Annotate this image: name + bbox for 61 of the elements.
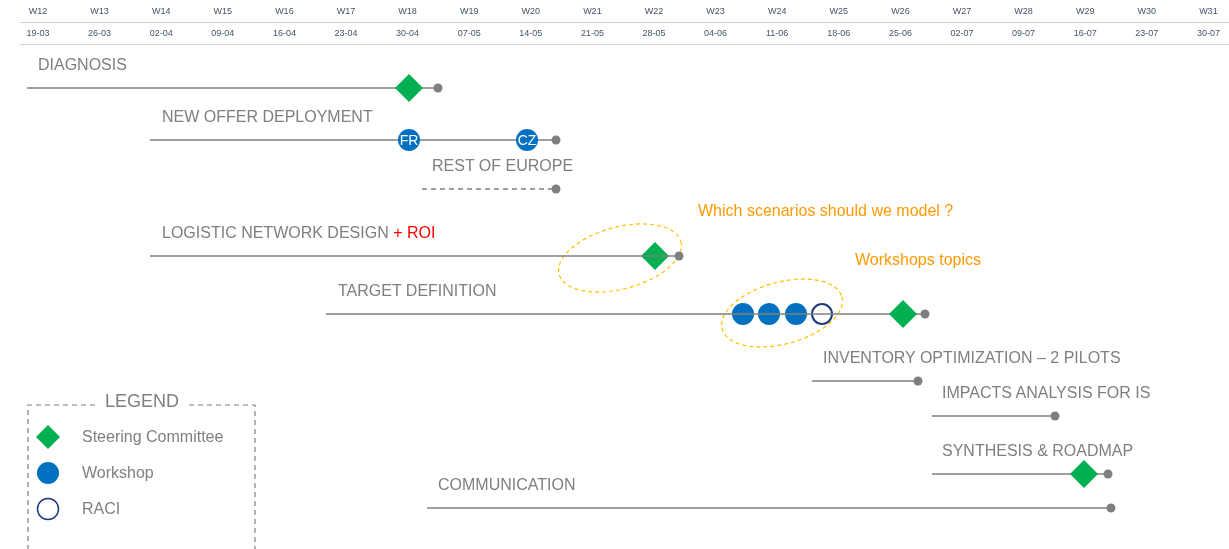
week-date: 09-07	[1011, 28, 1037, 39]
week-number: W28	[1013, 6, 1034, 17]
week-number: W27	[951, 6, 973, 17]
workshop-circle: FR	[398, 129, 420, 151]
week-date: 09-04	[210, 28, 236, 39]
week-date: 16-04	[271, 28, 297, 39]
week-number: W13	[89, 6, 110, 17]
workshop-circle	[732, 303, 754, 325]
week-date: 18-06	[826, 28, 852, 39]
legend-text: Steering Committee	[82, 428, 224, 446]
legend-text: Workshop	[82, 464, 154, 482]
week-number: W21	[582, 6, 603, 17]
callout-text: Workshops topics	[855, 251, 981, 269]
callout-text: Which scenarios should we model ?	[698, 202, 954, 220]
week-date: 25-06	[887, 28, 913, 39]
week-number: W16	[274, 6, 295, 17]
week-date: 26-03	[87, 28, 113, 39]
workshop-circle	[758, 303, 780, 325]
week-number: W25	[828, 6, 850, 17]
week-date: 04-06	[703, 28, 729, 39]
legend-title: LEGEND	[105, 392, 180, 410]
week-date: 23-04	[333, 28, 359, 39]
week-number: W23	[705, 6, 726, 17]
week-number: W12	[27, 6, 49, 17]
legend-text: RACI	[82, 500, 121, 518]
task-label: REST OF EUROPE	[432, 157, 574, 175]
week-date: 30-07	[1195, 28, 1221, 39]
week-date: 16-07	[1072, 28, 1098, 39]
week-number: W26	[890, 6, 911, 17]
week-number: W19	[458, 6, 480, 17]
task-label: NEW OFFER DEPLOYMENT	[162, 108, 373, 126]
week-date: 28-05	[641, 28, 667, 39]
week-number: W17	[335, 6, 357, 17]
week-number: W31	[1198, 6, 1219, 17]
week-date: 21-05	[579, 28, 605, 39]
week-number: W20	[520, 6, 542, 17]
task-label: TARGET DEFINITION	[338, 282, 497, 300]
workshop-circle	[785, 303, 807, 325]
week-date: 02-04	[148, 28, 174, 39]
raci-circle	[811, 303, 833, 325]
week-number: W29	[1074, 6, 1096, 17]
week-number: W15	[212, 6, 234, 17]
week-number: W18	[397, 6, 418, 17]
week-number: W30	[1136, 6, 1158, 17]
task-label: DIAGNOSIS	[38, 56, 127, 74]
task-label: LOGISTIC NETWORK DESIGN + ROI	[162, 224, 436, 242]
week-date: 30-04	[395, 28, 421, 39]
workshop-circle: CZ	[516, 129, 538, 151]
week-number: W24	[766, 6, 788, 17]
task-label: COMMUNICATION	[438, 476, 576, 494]
week-date: 14-05	[518, 28, 544, 39]
week-date: 02-07	[949, 28, 975, 39]
week-date: 11-06	[765, 28, 790, 39]
week-date: 23-07	[1134, 28, 1160, 39]
week-number: W22	[643, 6, 665, 17]
week-date: 19-03	[25, 28, 51, 39]
task-label: INVENTORY OPTIMIZATION – 2 PILOTS	[823, 349, 1121, 367]
week-number: W14	[150, 6, 172, 17]
task-label: SYNTHESIS & ROADMAP	[942, 442, 1134, 460]
week-date: 07-05	[456, 28, 482, 39]
task-label: IMPACTS ANALYSIS FOR IS	[942, 384, 1151, 402]
